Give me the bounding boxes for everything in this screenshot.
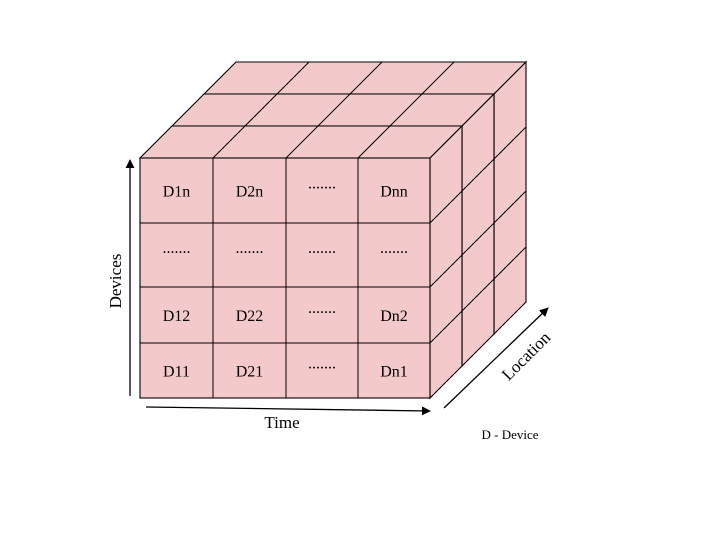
cell-label-r0-c3: Dnn [380,184,408,201]
cube-layer-front [138,124,464,400]
cell-label-r1-c1: ....... [236,240,264,257]
back-layer-side-divider [493,246,527,280]
cell-label-r2-c2: ....... [308,300,336,317]
cell-label-r3-c1: D21 [236,364,264,381]
middle-layer-top-divider [317,93,351,127]
front-layer-top-divider [285,125,319,159]
cell-label-r1-c3: ....... [380,240,408,257]
middle-layer-side-divider [461,222,495,256]
cell-label-r0-c1: D2n [236,184,264,201]
middle-layer-side-divider [461,158,495,192]
location-axis-label: Location [498,328,555,385]
time-axis-label: Time [264,413,299,432]
cell-label-r0-c2: ....... [308,176,336,193]
back-layer-top-face [202,61,528,95]
cell-label-r1-c2: ....... [308,240,336,257]
middle-layer-top-face [170,93,496,127]
front-layer-side-divider [429,310,463,344]
front-layer-top-divider [357,125,391,159]
back-layer-side-divider [493,126,527,160]
back-layer-top-divider [421,61,455,95]
cell-label-r2-c3: Dn2 [380,308,408,325]
location-axis-arrow [443,307,549,409]
front-layer-side-divider [429,190,463,224]
front-layer-top-face [138,125,464,159]
cell-label-r0-c0: D1n [163,184,191,201]
middle-layer-top-divider [389,93,423,127]
front-layer-top-divider [212,125,246,159]
front-face-labels: D1n D2n....... Dnn........................… [163,176,409,381]
middle-layer-right-face [461,92,495,368]
back-layer-top-divider [276,61,310,95]
cell-label-r3-c0: D11 [163,364,190,381]
back-layer-side-divider [493,190,527,224]
cell-label-r2-c0: D12 [163,308,191,325]
middle-layer-top-divider [244,93,278,127]
middle-layer-side-divider [461,278,495,312]
legend-text: D - Device [481,427,538,442]
cell-label-r3-c2: ....... [308,356,336,373]
cell-label-r2-c1: D22 [236,308,264,325]
back-layer-top-divider [349,61,383,95]
cell-label-r3-c3: Dn1 [380,364,408,381]
front-layer-front-face [139,157,431,399]
front-layer-right-face [429,124,463,400]
devices-axis-label: Devices [106,254,125,309]
front-layer-side-divider [429,254,463,288]
time-axis-arrow [145,406,431,416]
cell-label-r1-c0: ....... [163,240,191,257]
back-layer-right-face [493,60,527,336]
